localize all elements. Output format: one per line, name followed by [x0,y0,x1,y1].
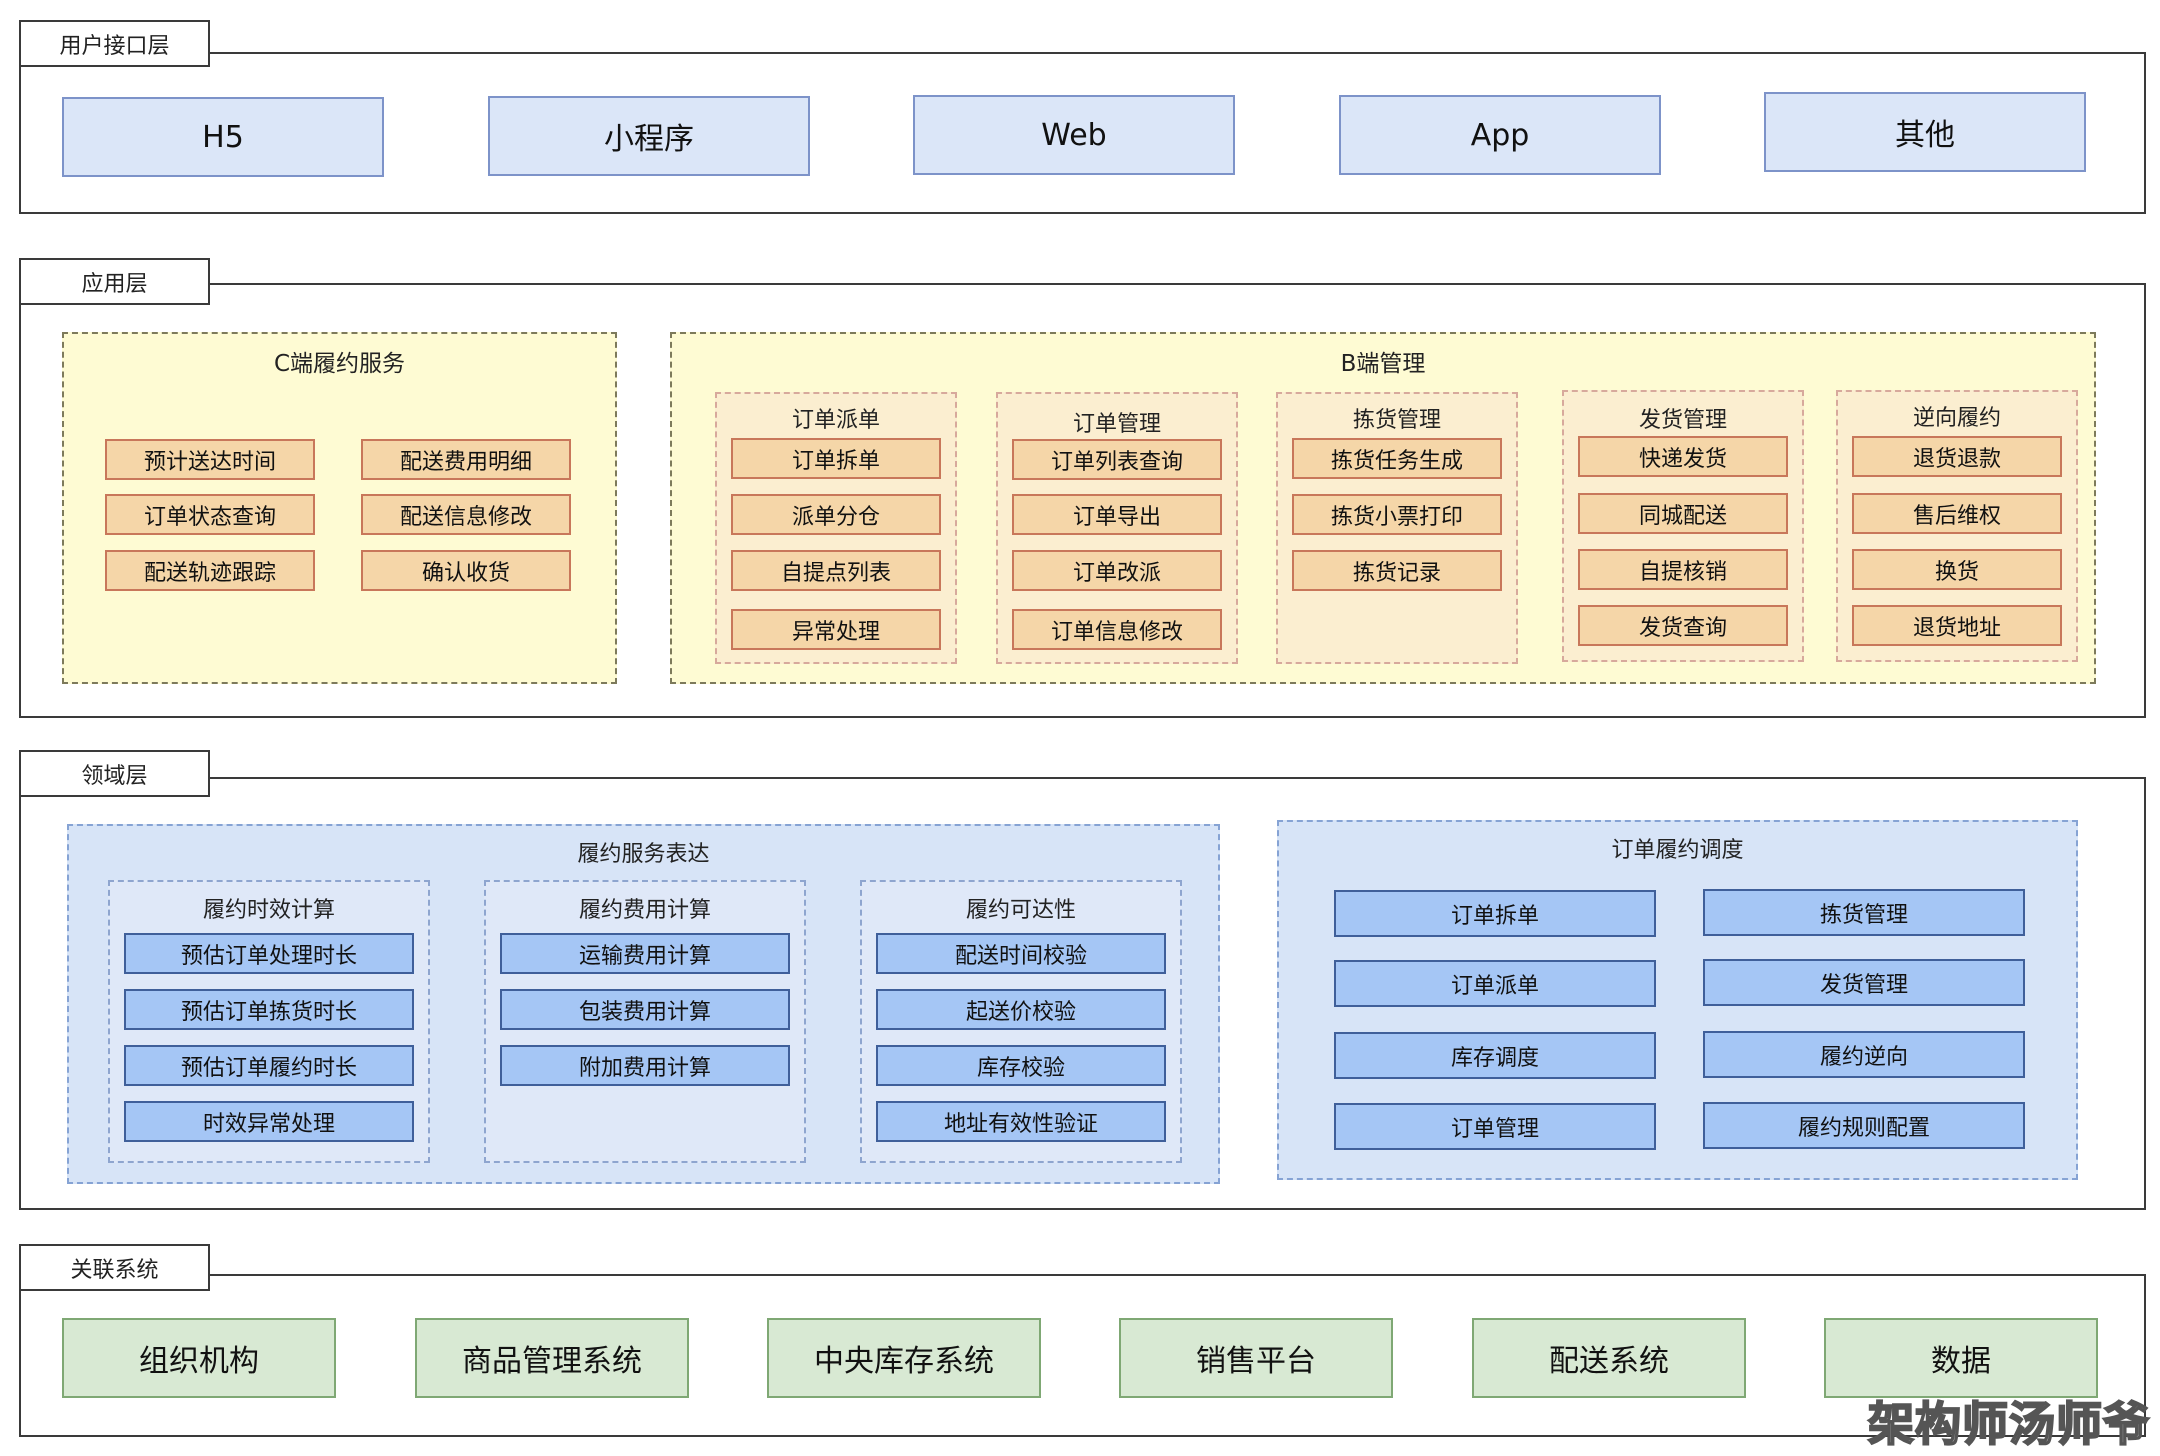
related-item: 组织机构 [62,1318,336,1398]
domain-subgroup-title: 履约时效计算 [202,898,335,923]
b-item: 拣货小票打印 [1292,494,1502,535]
domain-subgroup-title: 履约可达性 [965,898,1076,923]
ui-layer-label: 用户接口层 [19,20,210,67]
b-group-title: 逆向履约 [1912,406,2001,431]
fulfill-expr-title: 履约服务表达 [577,842,710,867]
related-layer [19,1274,2146,1437]
related-item: 配送系统 [1472,1318,1746,1398]
domain-subgroup-title: 履约费用计算 [578,898,711,923]
c-service-item: 配送费用明细 [361,439,571,480]
b-item: 换货 [1852,549,2062,590]
b-item: 退货地址 [1852,605,2062,646]
b-group-title: 订单管理 [1072,412,1161,437]
b-item: 发货查询 [1578,605,1788,646]
b-item: 拣货记录 [1292,550,1502,591]
c-service-item: 配送轨迹跟踪 [105,550,315,591]
domain-item: 运输费用计算 [500,933,790,974]
domain-item: 库存校验 [876,1045,1166,1086]
b-group-title: 订单派单 [791,408,880,433]
dispatch-item: 订单派单 [1334,960,1656,1007]
app-layer-label: 应用层 [19,258,210,305]
related-item: 销售平台 [1119,1318,1393,1398]
b-item: 订单导出 [1012,494,1222,535]
domain-item: 附加费用计算 [500,1045,790,1086]
b-item: 派单分仓 [731,494,941,535]
b-group-title: 拣货管理 [1352,408,1441,433]
domain-item: 起送价校验 [876,989,1166,1030]
dispatch-item: 履约规则配置 [1703,1102,2025,1149]
ui-item-web: Web [913,95,1235,175]
c-service-item: 配送信息修改 [361,494,571,535]
b-item: 自提核销 [1578,549,1788,590]
dispatch-title: 订单履约调度 [1611,838,1744,863]
c-service-item: 预计送达时间 [105,439,315,480]
watermark-text: 架构师汤师爷 [1867,1396,2150,1452]
dispatch-item: 订单拆单 [1334,890,1656,937]
domain-layer-label: 领域层 [19,750,210,797]
domain-item: 预估订单处理时长 [124,933,414,974]
dispatch-item: 履约逆向 [1703,1031,2025,1078]
domain-item: 预估订单履约时长 [124,1045,414,1086]
ui-item-other: 其他 [1764,92,2086,172]
b-item: 订单改派 [1012,550,1222,591]
b-item: 退货退款 [1852,436,2062,477]
related-layer-label: 关联系统 [19,1244,210,1291]
ui-item-app: App [1339,95,1661,175]
ui-item-miniprogram: 小程序 [488,96,810,176]
domain-item: 预估订单拣货时长 [124,989,414,1030]
b-item: 拣货任务生成 [1292,438,1502,479]
c-service-item: 确认收货 [361,550,571,591]
b-item: 快递发货 [1578,436,1788,477]
dispatch-item: 订单管理 [1334,1103,1656,1150]
domain-item: 时效异常处理 [124,1101,414,1142]
b-group-title: 发货管理 [1638,408,1727,433]
b-item: 订单列表查询 [1012,439,1222,480]
ui-item-h5: H5 [62,97,384,177]
related-item: 数据 [1824,1318,2098,1398]
b-item: 同城配送 [1578,493,1788,534]
dispatch-item: 库存调度 [1334,1032,1656,1079]
b-item: 异常处理 [731,609,941,650]
b-item: 售后维权 [1852,493,2062,534]
dispatch-item: 发货管理 [1703,959,2025,1006]
domain-item: 包装费用计算 [500,989,790,1030]
b-item: 自提点列表 [731,550,941,591]
c-service-item: 订单状态查询 [105,494,315,535]
c-service-title: C端履约服务 [273,351,406,377]
b-item: 订单信息修改 [1012,609,1222,650]
b-manage-title: B端管理 [1340,351,1426,377]
dispatch-item: 拣货管理 [1703,889,2025,936]
domain-item: 配送时间校验 [876,933,1166,974]
related-item: 中央库存系统 [767,1318,1041,1398]
b-item: 订单拆单 [731,438,941,479]
domain-item: 地址有效性验证 [876,1101,1166,1142]
related-item: 商品管理系统 [415,1318,689,1398]
